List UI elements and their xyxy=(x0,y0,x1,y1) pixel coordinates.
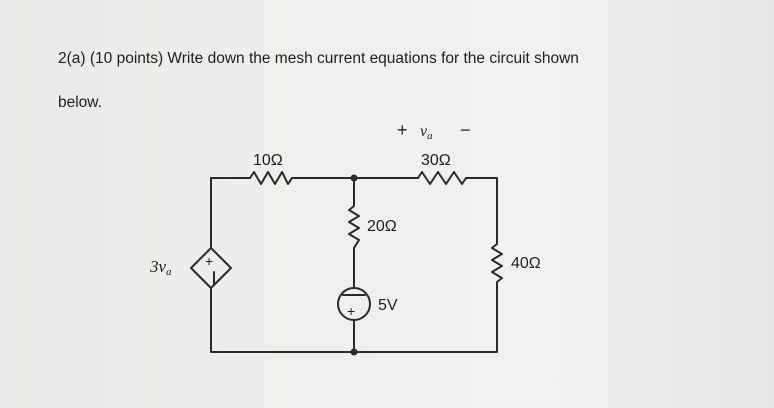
resistor-10-label: 10Ω xyxy=(253,152,283,169)
va-plus-sign: + xyxy=(397,120,408,140)
question-text: 2(a) (10 points) Write down the mesh cur… xyxy=(58,37,738,125)
independent-voltage-source xyxy=(337,287,371,321)
wire-top-right xyxy=(465,177,498,245)
junction-node-top xyxy=(350,174,358,182)
independent-source-voltage: 5V xyxy=(378,297,398,314)
dependent-source-plus: + xyxy=(205,253,213,269)
dependent-source-label: 3va xyxy=(149,257,172,278)
va-minus-sign: − xyxy=(460,120,471,140)
va-symbol: va xyxy=(420,123,433,142)
resistor-30-ohm xyxy=(417,171,467,185)
resistor-20-label: 20Ω xyxy=(367,218,397,235)
dependent-voltage-source xyxy=(190,247,232,289)
resistor-40-label: 40Ω xyxy=(511,255,541,272)
junction-node-bottom xyxy=(350,348,358,356)
resistor-20-ohm xyxy=(348,205,360,249)
question-line-2: below. xyxy=(58,94,102,111)
resistor-40-ohm xyxy=(491,243,503,283)
resistor-10-ohm xyxy=(249,171,293,185)
question-line-1: 2(a) (10 points) Write down the mesh cur… xyxy=(58,50,579,67)
resistor-30-label: 30Ω xyxy=(421,152,451,169)
independent-source-plus: + xyxy=(347,303,355,319)
